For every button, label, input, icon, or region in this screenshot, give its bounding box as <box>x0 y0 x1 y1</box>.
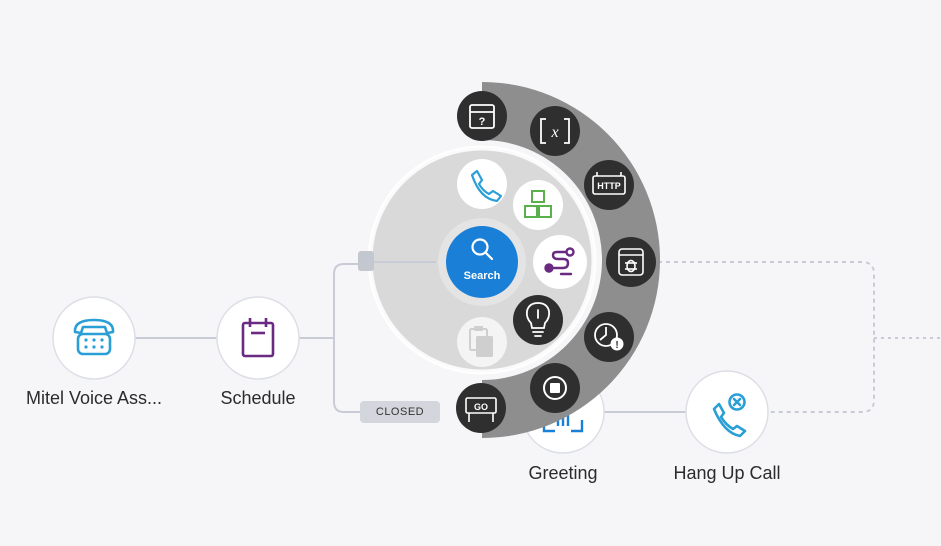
radial-action-menu[interactable]: ? x HTTP <box>358 82 660 438</box>
svg-text:!: ! <box>615 340 618 351</box>
inner-menu-item-route[interactable] <box>533 235 587 289</box>
debug-bug-icon <box>618 248 644 276</box>
clipboard-icon <box>469 326 493 357</box>
svg-text:x: x <box>550 124 558 141</box>
outer-menu-item-http[interactable]: HTTP <box>584 160 634 210</box>
inner-menu-item-clipboard[interactable] <box>457 317 507 367</box>
svg-text:?: ? <box>479 116 486 128</box>
connector-lines <box>135 261 941 413</box>
variable-icon <box>540 118 570 144</box>
hang-up-call-node[interactable] <box>685 370 769 454</box>
phone-hangup-icon <box>712 393 747 438</box>
telephone-icon <box>73 318 115 356</box>
http-request-icon <box>592 172 626 195</box>
outer-menu-item-variable[interactable]: x <box>530 106 580 156</box>
svg-text:HTTP: HTTP <box>597 181 621 191</box>
inner-menu-item-stop[interactable] <box>530 363 580 413</box>
greeting-label: Greeting <box>528 463 598 483</box>
lightbulb-icon <box>525 302 551 337</box>
timeout-warning-icon <box>594 323 624 351</box>
svg-text:GO: GO <box>474 402 488 412</box>
inner-menu-item-phone[interactable] <box>457 159 507 209</box>
outer-menu-item-timeout[interactable]: ! <box>584 312 634 362</box>
search-label: Search <box>464 270 501 282</box>
mitel-voice-label: Mitel Voice Ass... <box>25 388 163 408</box>
closed-branch-badge[interactable]: CLOSED <box>360 401 440 423</box>
schedule-node[interactable] <box>216 296 300 380</box>
route-icon <box>544 247 575 276</box>
hang-up-call-label: Hang Up Call <box>673 463 781 483</box>
search-icon <box>471 238 494 261</box>
phone-icon <box>470 169 503 203</box>
connector-handle <box>358 251 374 271</box>
schedule-label: Schedule <box>220 388 296 408</box>
outer-menu-item-unknown[interactable]: ? <box>457 91 507 141</box>
calendar-icon <box>241 318 275 358</box>
outer-menu-item-debug[interactable] <box>606 237 656 287</box>
unknown-box-icon <box>469 104 495 129</box>
goto-sign-icon <box>465 397 497 422</box>
inner-menu-item-lightbulb[interactable] <box>513 295 563 345</box>
inner-menu-item-blocks[interactable] <box>513 180 563 230</box>
blocks-icon <box>524 190 552 218</box>
mitel-voice-node[interactable] <box>52 296 136 380</box>
outer-menu-item-goto[interactable]: GO <box>456 383 506 433</box>
menu-search-button[interactable]: Search <box>438 218 526 306</box>
stop-icon <box>543 376 567 400</box>
